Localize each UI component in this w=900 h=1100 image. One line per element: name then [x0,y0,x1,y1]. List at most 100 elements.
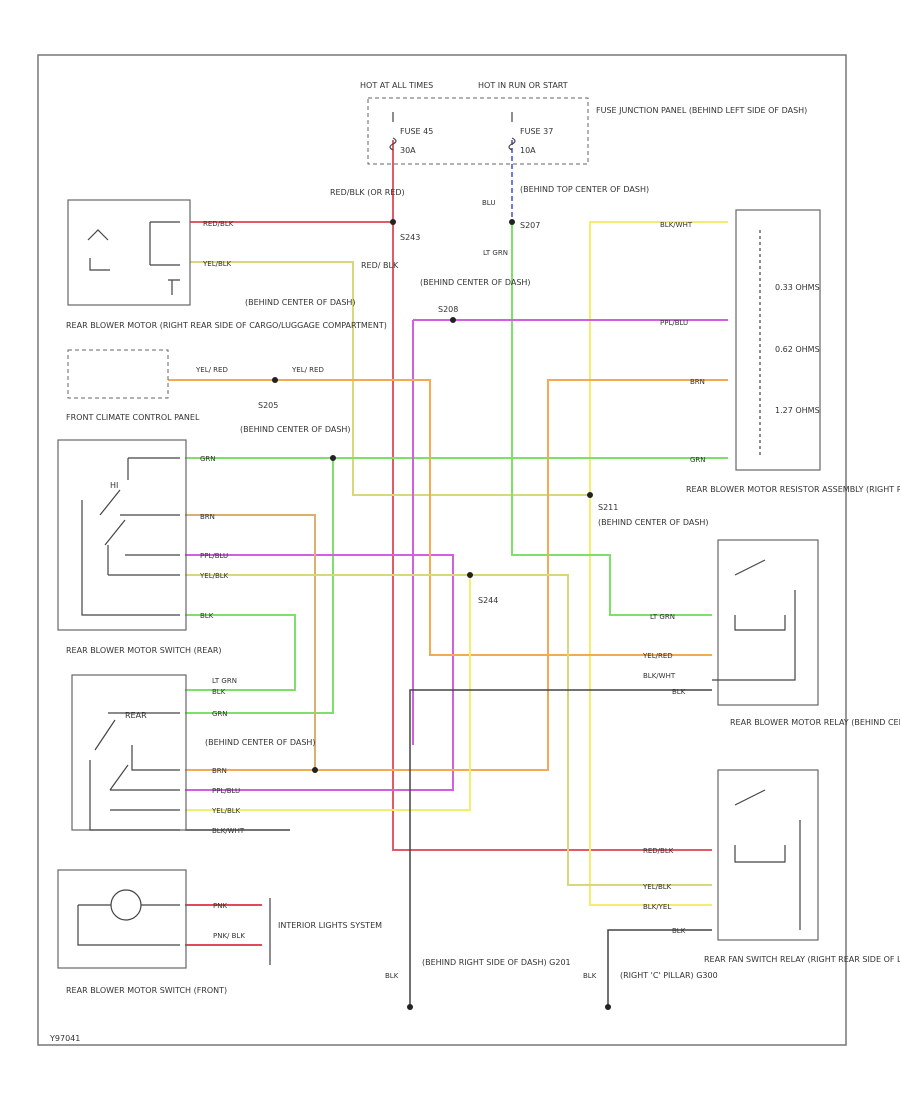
wire-grn-down [185,458,334,714]
splice-s205-label: S205 [258,401,278,410]
rs-ppl: PPL/BLU [212,787,240,795]
splice-s207 [509,219,515,225]
label-yel-blk-relay: YEL/BLK [642,883,672,891]
wire-blk-g300 [607,929,712,1005]
label-yel-red-res: YEL/RED [642,652,673,660]
label-blk-wht-top: BLK/WHT [660,221,693,229]
label-brn: BRN [690,378,705,386]
fuse-45-symbol [389,112,397,151]
splice-s208-label: S208 [438,305,458,314]
label-lt-grn-res: LT GRN [650,613,675,621]
ground-g300-label: (RIGHT 'C' PILLAR) G300 [620,971,718,980]
interior-lights-label: INTERIOR LIGHTS SYSTEM [278,921,382,930]
label-blk-res: BLK [672,688,686,696]
behind-center-label-3: (BEHIND CENTER OF DASH) [240,425,351,434]
fc-brn: BRN [200,513,215,521]
wire-yel-blk-s244 [185,574,712,886]
blk-g300: BLK [583,972,597,980]
pnk-blk-label: PNK/ BLK [213,932,245,940]
ground-g300 [605,1004,611,1010]
ohms-033: 0.33 OHMS [775,283,820,292]
rear-blower-motor-switch [87,221,180,295]
rs-grn: GRN [212,710,228,718]
label-lt-grn-top: LT GRN [483,249,508,257]
fan-relay-label: REAR FAN SWITCH RELAY (RIGHT REAR SIDE O… [704,955,900,964]
label-yel-blk: YEL/BLK [202,260,232,268]
rear-blower-motor-outline [67,349,169,399]
fuse-37-amp: 10A [520,146,536,155]
wire-yel-s211 [589,221,728,495]
wire-lt-grn-rs [185,614,296,691]
wire-blk-g201 [409,689,712,1005]
wire-brn-fc [185,514,316,770]
splice-s206 [330,455,336,461]
splice-s211-label: S211 [598,503,618,512]
wire-lt-grn-main [511,222,712,616]
motor-symbol [110,889,142,921]
splice-s208 [450,317,456,323]
splice-s205 [272,377,278,383]
behind-center-label-2: (BEHIND CENTER OF DASH) [245,298,356,307]
hi-label: HI [110,481,118,490]
ground-g201 [407,1004,413,1010]
label-red-blk-vert: RED/ BLK [361,261,399,270]
ohms-062: 0.62 OHMS [775,345,820,354]
fuse-37-label: FUSE 37 [520,127,553,136]
resistor-label: REAR BLOWER MOTOR RESISTOR ASSEMBLY (RIG… [686,485,900,494]
label-blk-relay: BLK [672,927,686,935]
rear-label: REAR [125,711,147,720]
wire-red-blk-feed [392,140,712,851]
resistor-block [735,209,821,471]
hot-at-all-times-label: HOT AT ALL TIMES [360,81,433,90]
pnk-label: PNK [213,902,227,910]
splice-s207-label: S207 [520,221,540,230]
rs-brn: BRN [212,767,227,775]
behind-center-label-1: (BEHIND CENTER OF DASH) [420,278,531,287]
ohms-127: 1.27 OHMS [775,406,820,415]
rear-switch-rear-label: REAR BLOWER MOTOR SWITCH (REAR) [66,646,222,655]
label-red-blk-lr: RED/BLK (OR RED) [330,188,405,197]
label-blk-wht-res: BLK/WHT [643,672,676,680]
wire-yel-blk-rs [185,575,471,811]
wire-ppl-blu-fc [185,554,454,791]
hot-in-run-label: HOT IN RUN OR START [478,81,568,90]
blk-g201: BLK [385,972,399,980]
splice-s211 [587,492,593,498]
behind-center-label-4: (BEHIND CENTER OF DASH) [598,518,709,527]
fc-yel: YEL/BLK [199,572,229,580]
fc-blk: BLK [200,612,214,620]
relay-box [717,769,819,941]
fuse-37-symbol [508,112,516,151]
rear-blower-motor-box [67,199,191,306]
resistor-assembly-box [717,539,819,706]
front-climate-label: FRONT CLIMATE CONTROL PANEL [66,413,200,422]
splice-s243 [390,219,396,225]
label-red-blk: RED/BLK [203,220,234,228]
front-climate-box [57,439,187,631]
rs-blk: BLK [212,688,226,696]
label-yel-red-2: YEL/ RED [291,366,324,374]
wire-yel-relay2 [589,495,712,906]
label-ppl-blu: PPL/BLU [660,319,688,327]
wire-yel-blk-motor [190,261,590,496]
fc-grn: GRN [200,455,216,463]
label-blk-yel-relay: BLK/YEL [643,903,671,911]
rs-ltgrn: LT GRN [212,677,237,685]
behind-center-label-5: (BEHIND CENTER OF DASH) [205,738,316,747]
splice-s243-label: S243 [400,233,420,242]
ground-g201-label: (BEHIND RIGHT SIDE OF DASH) G201 [422,958,571,967]
splice-s244 [467,572,473,578]
relay-label: REAR BLOWER MOTOR RELAY (BEHIND CENTER O… [730,718,900,727]
relay-symbol [734,789,801,930]
rear-switch-front-wiring [77,904,180,946]
label-red-blk-relay: RED/BLK [643,847,674,855]
wire-org-yel-red [168,379,712,656]
rs-yel: YEL/BLK [211,807,241,815]
label-blu: BLU [482,199,495,207]
rear-switch-front-box [57,869,187,969]
rs-blkwht: BLK/WHT [212,827,245,835]
fuse-panel-label: FUSE JUNCTION PANEL (BEHIND LEFT SIDE OF… [596,106,807,115]
fuse-junction-panel [367,97,589,165]
front-climate-switch [81,457,180,616]
